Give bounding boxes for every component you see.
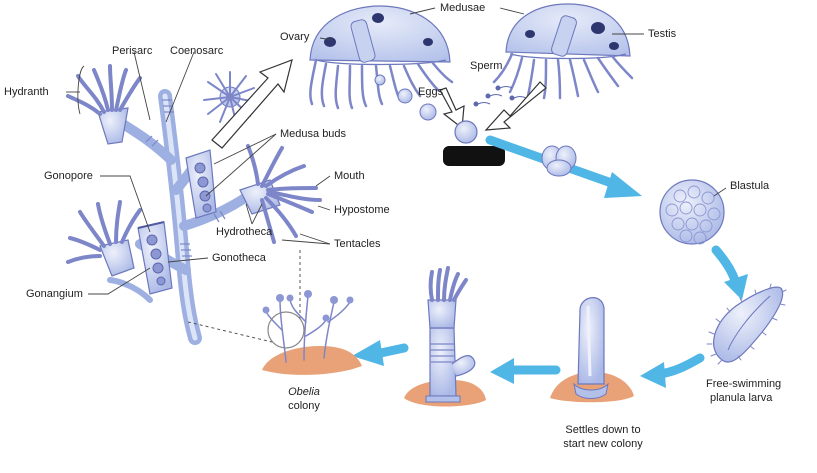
- planula-larva: [706, 283, 787, 365]
- label-eggs: Eggs: [418, 86, 444, 98]
- label-tentacles: Tentacles: [334, 238, 381, 250]
- obelia-colony-small: [262, 290, 362, 375]
- label-testis: Testis: [648, 28, 677, 40]
- gonangium-upper: [185, 149, 217, 219]
- label-medusae: Medusae: [440, 2, 486, 14]
- arrow-settled-to-polyp: [490, 358, 561, 384]
- label-obelia: Obelia: [288, 386, 320, 398]
- zoom-connector-2: [187, 321, 273, 343]
- eggs: [374, 74, 437, 121]
- medusa-bud-released: [203, 71, 257, 123]
- redacted-label: [443, 146, 505, 166]
- blastula: [659, 179, 725, 245]
- label-sperm: Sperm: [470, 60, 503, 72]
- label-gonotheca: Gonotheca: [212, 252, 266, 264]
- label-colony: colony: [288, 400, 320, 412]
- label-hydranth: Hydranth: [4, 86, 49, 98]
- hydranth-right: [239, 144, 322, 244]
- label-gonangium: Gonangium: [26, 288, 83, 300]
- label-settles-line1: Settles down to: [565, 424, 641, 436]
- label-perisarc: Perisarc: [112, 45, 153, 57]
- sperm: [473, 85, 527, 107]
- settled-larva: [550, 297, 634, 403]
- label-gonopore: Gonopore: [44, 170, 93, 182]
- zygote: [454, 120, 478, 144]
- label-settles-line2: start new colony: [563, 438, 643, 450]
- label-blastula: Blastula: [730, 180, 770, 192]
- sperm-arrow: [484, 81, 547, 131]
- gonangium-lower: [137, 221, 173, 295]
- label-hydrotheca: Hydrotheca: [216, 226, 273, 238]
- release-arrow: [211, 59, 293, 149]
- hydranth-lower-left: [66, 200, 142, 277]
- arrow-blastula-to-planula: [711, 245, 748, 300]
- label-hypostome: Hypostome: [334, 204, 390, 216]
- label-medusa-buds: Medusa buds: [280, 128, 347, 140]
- label-planula-line2: planula larva: [710, 392, 773, 404]
- medusa-female: [309, 5, 454, 110]
- label-coenosarc: Coenosarc: [170, 45, 224, 57]
- medusa-male: [492, 3, 634, 100]
- label-planula-line1: Free-swimming: [706, 378, 782, 390]
- young-polyp: [404, 266, 486, 407]
- arrow-planula-to-settled: [640, 353, 705, 388]
- hydranth-upper: [66, 64, 142, 145]
- label-ovary: Ovary: [280, 31, 310, 43]
- label-mouth: Mouth: [334, 170, 365, 182]
- cleavage-embryo: [541, 145, 577, 177]
- egg-arrow: [439, 87, 465, 130]
- leader-lines: [66, 7, 727, 295]
- arrow-polyp-to-colony: [352, 340, 409, 366]
